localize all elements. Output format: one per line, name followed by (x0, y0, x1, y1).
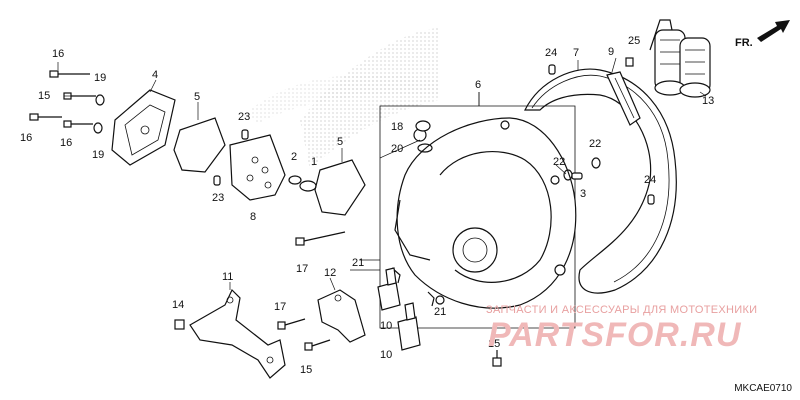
watermark-logo: PARTSFOR.RU (488, 316, 742, 354)
label-16: 16 (60, 137, 72, 149)
gasket-5-left (173, 117, 226, 173)
bracket-9 (606, 71, 641, 126)
label-2: 2 (291, 151, 297, 163)
label-22: 22 (553, 156, 565, 168)
label-24: 24 (545, 47, 557, 59)
clip-21-b (427, 291, 435, 307)
watermark-tagline: ЗАПЧАСТИ И АКСЕССУАРЫ ДЛЯ МОТОТЕХНИКИ (486, 304, 758, 316)
bolt-16-mid (29, 113, 62, 121)
o-ring-2 (288, 175, 302, 185)
label-3: 3 (580, 188, 586, 200)
stay-bracket-11 (189, 288, 286, 379)
bolt-15-low-left (304, 339, 331, 351)
bolt-17-long (295, 231, 346, 246)
bolt-17-short (277, 318, 306, 330)
label-8: 8 (250, 211, 256, 223)
bolt-16-low (63, 120, 93, 128)
label-5: 5 (194, 91, 200, 103)
label-17: 17 (296, 263, 308, 275)
label-19: 19 (92, 149, 104, 161)
label-20: 20 (391, 143, 403, 155)
label-23: 23 (238, 111, 250, 123)
bolt-14 (174, 319, 185, 330)
label-17: 17 (274, 301, 286, 313)
dowel-24-low (647, 194, 655, 205)
washer-20 (417, 143, 433, 153)
breather-plate-8 (229, 134, 286, 201)
plug-18 (415, 120, 431, 132)
leader-lines (57, 57, 707, 291)
label-10: 10 (380, 320, 392, 332)
label-12: 12 (324, 267, 336, 279)
label-21: 21 (352, 257, 364, 269)
label-4: 4 (152, 69, 158, 81)
dowel-3 (571, 172, 583, 180)
dowel-24-top (548, 64, 556, 75)
label-15: 15 (38, 90, 50, 102)
label-10: 10 (380, 349, 392, 361)
label-19: 19 (94, 72, 106, 84)
switch-sensor-10-top (377, 267, 401, 311)
part-labels: 16 19 4 15 5 16 16 19 23 23 5 2 1 8 6 18… (20, 35, 714, 376)
bolt-25 (625, 57, 634, 67)
wire-guard-12 (317, 289, 366, 343)
breather-hose-assembly (649, 19, 711, 98)
seal-22-a (591, 157, 601, 169)
label-14: 14 (172, 299, 184, 311)
label-13: 13 (702, 95, 714, 107)
label-11: 11 (222, 271, 233, 283)
dowel-pin-23-low (213, 175, 221, 186)
label-25: 25 (628, 35, 640, 47)
label-22: 22 (589, 138, 601, 150)
label-15: 15 (488, 338, 500, 350)
o-ring-1 (299, 180, 317, 192)
label-9: 9 (608, 46, 614, 58)
diagram-code: MKCAE0710 (734, 383, 792, 394)
label-21: 21 (434, 306, 446, 318)
label-7: 7 (573, 47, 579, 59)
front-direction-indicator: FR. (735, 14, 797, 52)
background-wing-shading (250, 28, 440, 170)
label-18: 18 (391, 121, 403, 133)
bolt-16-top (49, 70, 90, 78)
front-label: FR. (735, 37, 753, 49)
washer-19-top (95, 94, 105, 106)
label-5: 5 (337, 136, 343, 148)
label-16: 16 (20, 132, 32, 144)
front-arrow-icon (757, 20, 790, 42)
label-16: 16 (52, 48, 64, 60)
label-1: 1 (311, 156, 317, 168)
bolt-15-low-right (492, 350, 502, 367)
label-24: 24 (644, 174, 656, 186)
label-23: 23 (212, 192, 224, 204)
label-6: 6 (475, 79, 481, 91)
gasket-5-right (314, 159, 366, 216)
dowel-pin-23-top (241, 129, 249, 140)
label-15: 15 (300, 364, 312, 376)
washer-19-low (93, 122, 103, 134)
cover-plate-4 (111, 89, 176, 166)
generator-cover (394, 117, 577, 309)
switch-sensor-10-low (397, 302, 421, 351)
